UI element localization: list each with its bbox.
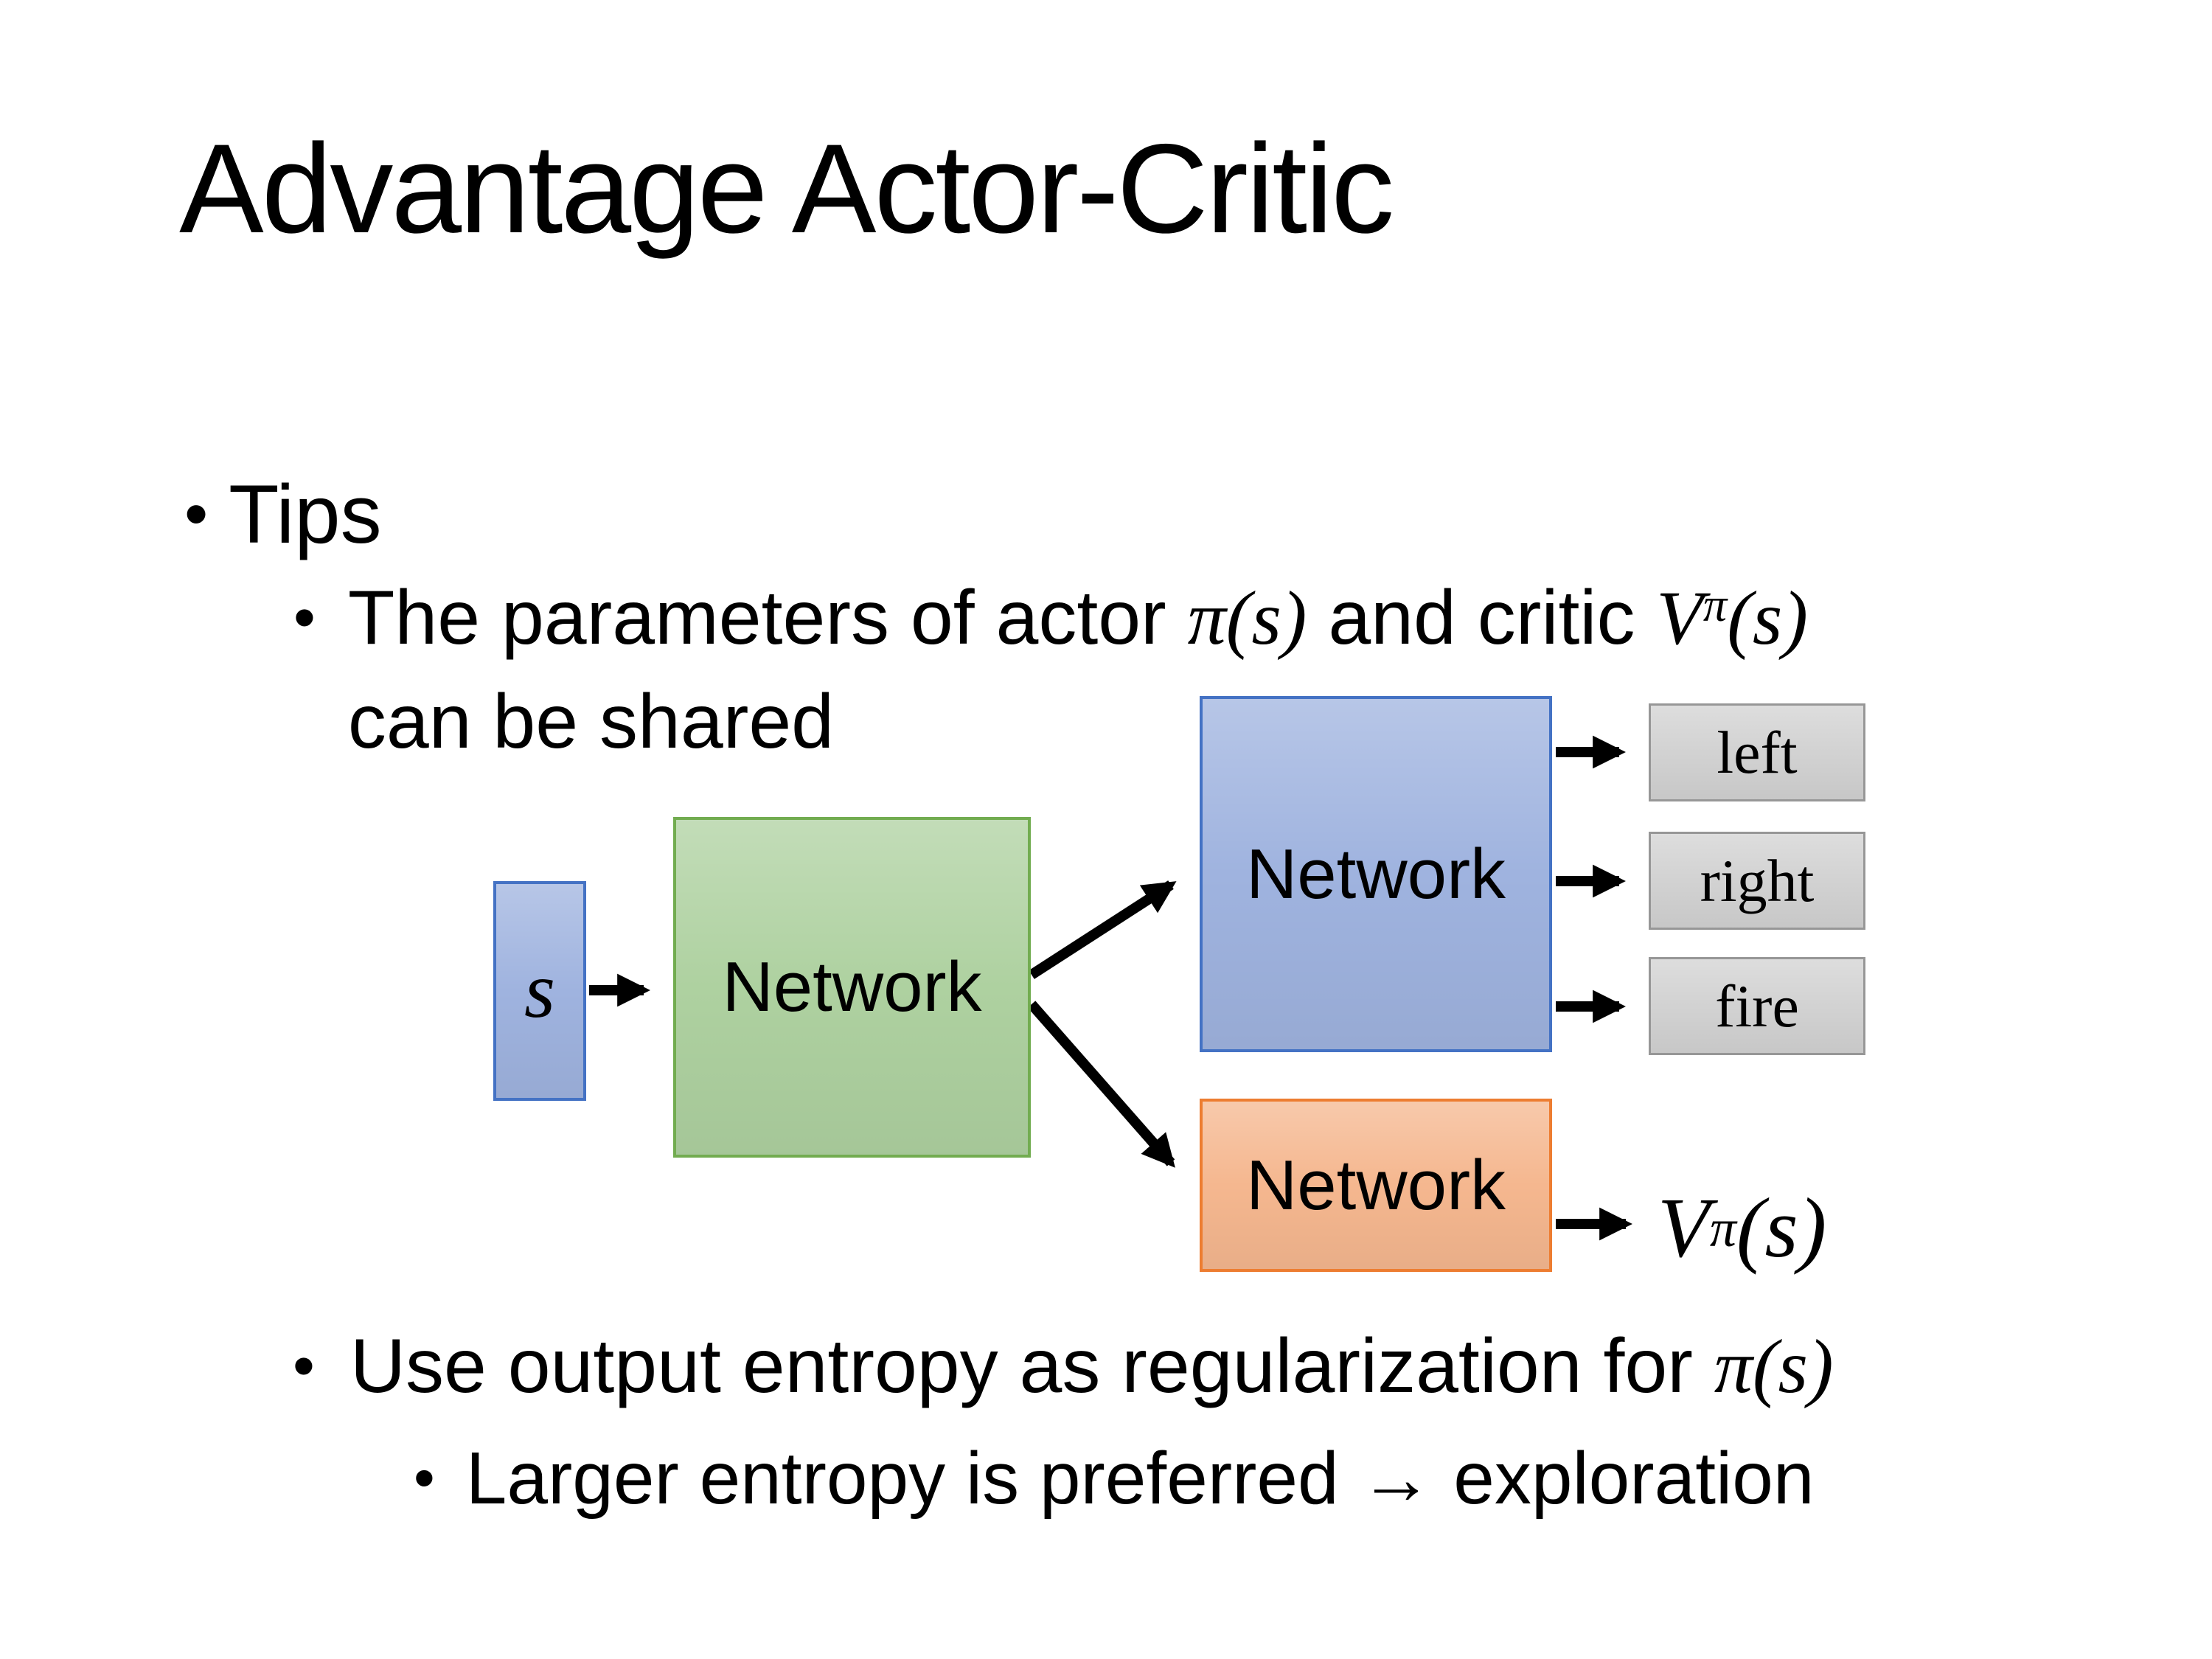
bullet-larger-entropy: • Larger entropy is preferred → explorat… — [414, 1429, 1814, 1528]
arrow-shared-to-critic — [1027, 1001, 1175, 1168]
bullet-icon: • — [414, 1444, 435, 1512]
shared-network-label: Network — [722, 947, 982, 1026]
shared-network-box: Network — [673, 817, 1031, 1158]
pi-s-math: π(s) — [1714, 1324, 1834, 1409]
bullet-icon: • — [184, 476, 209, 552]
parameters-shared-line2: can be shared — [347, 679, 834, 765]
bullet-entropy-regularization: • Use output entropy as regularization f… — [293, 1315, 1834, 1419]
entropy-regularization-text: Use output entropy as regularization for… — [350, 1315, 1834, 1419]
pi-s-math: π(s) — [1187, 576, 1307, 661]
bullet-tips: • Tips — [184, 463, 382, 566]
bullet-parameters-shared: • The parameters of actor π(s) and criti… — [293, 566, 1808, 774]
actor-network-label: Network — [1245, 834, 1506, 914]
tips-text: Tips — [229, 468, 382, 560]
value-function-args: (s) — [1727, 576, 1808, 661]
parameters-shared-text: The parameters of actor π(s) and critic … — [348, 566, 1808, 774]
pi-superscript: π — [1709, 1198, 1736, 1258]
larger-entropy-text: Larger entropy is preferred → exploratio… — [465, 1437, 1815, 1520]
value-function-math: V — [1656, 576, 1703, 661]
action-box-left: left — [1649, 703, 1865, 801]
text-segment: and critic — [1307, 575, 1657, 661]
actor-network-box: Network — [1200, 696, 1552, 1052]
parameters-shared-line1: The parameters of actor π(s) and critic … — [348, 566, 1808, 670]
state-label: s — [524, 947, 556, 1034]
critic-network-label: Network — [1245, 1145, 1506, 1225]
slide-title: Advantage Actor-Critic — [179, 118, 1394, 260]
bullet-icon: • — [293, 582, 316, 653]
state-input-box: s — [493, 881, 586, 1101]
action-box-fire: fire — [1649, 957, 1865, 1055]
arrow-shared-to-actor — [1029, 880, 1177, 979]
value-function-math: V — [1658, 1180, 1710, 1276]
text-segment: The parameters of actor — [347, 575, 1188, 661]
action-right-label: right — [1700, 846, 1815, 914]
value-function-args: (s) — [1736, 1180, 1827, 1276]
critic-network-box: Network — [1200, 1099, 1552, 1272]
action-box-right: right — [1649, 832, 1865, 930]
bullet-icon: • — [293, 1331, 315, 1401]
pi-superscript: π — [1703, 579, 1728, 632]
text-segment: Use output entropy as regularization for — [349, 1324, 1714, 1409]
action-left-label: left — [1717, 718, 1798, 786]
action-fire-label: fire — [1715, 972, 1799, 1040]
